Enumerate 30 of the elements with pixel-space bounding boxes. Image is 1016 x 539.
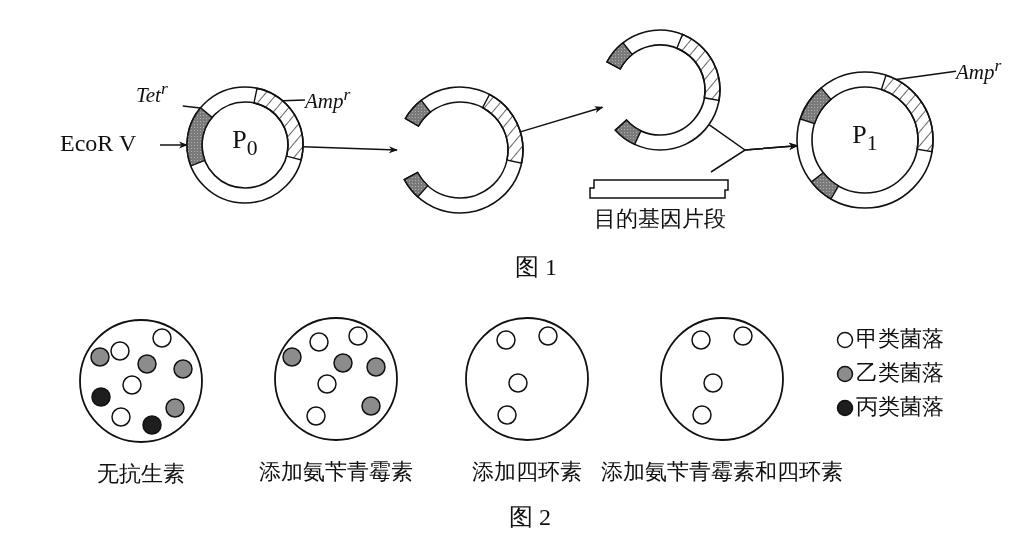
plate-caption: 添加氨苄青霉素 xyxy=(259,461,413,483)
plate-caption: 无抗生素 xyxy=(97,463,185,485)
amp-gene-segment xyxy=(880,74,934,153)
fragment-label: 目的基因片段 xyxy=(594,208,726,230)
gene-label: Amp$^{r}$ xyxy=(956,57,1002,83)
plasmid-drawing xyxy=(187,87,303,203)
plate-caption: 添加氨苄青霉素和四环素 xyxy=(601,461,843,483)
figure-caption: 图 2 xyxy=(509,505,551,529)
legend-label: 乙类菌落 xyxy=(856,362,944,384)
arrow xyxy=(710,142,799,173)
figure-caption: 图 1 xyxy=(515,255,557,279)
arrow xyxy=(159,141,188,149)
arrow xyxy=(302,146,398,154)
legend-label: 甲类菌落 xyxy=(856,328,944,350)
plate-caption: 添加四环素 xyxy=(472,461,582,483)
arrow xyxy=(519,106,604,133)
gene-label: Amp$^{r}$ xyxy=(305,86,351,112)
gene-label: Tet$^{r}$ xyxy=(136,80,168,106)
leader-line xyxy=(281,99,306,102)
plasmid-label: P$_{1}$ xyxy=(852,122,878,155)
petri-dish xyxy=(660,317,784,441)
tet-gene-segment xyxy=(186,107,213,167)
plasmid-label: P$_{0}$ xyxy=(232,127,258,160)
leader-line xyxy=(182,105,201,109)
petri-dish xyxy=(274,317,398,441)
petri-dish xyxy=(465,317,589,441)
legend-label: 丙类菌落 xyxy=(856,396,944,418)
petri-dish xyxy=(79,319,203,443)
plasmid-drawing xyxy=(797,72,933,208)
enzyme-label: EcoR V xyxy=(60,131,137,155)
